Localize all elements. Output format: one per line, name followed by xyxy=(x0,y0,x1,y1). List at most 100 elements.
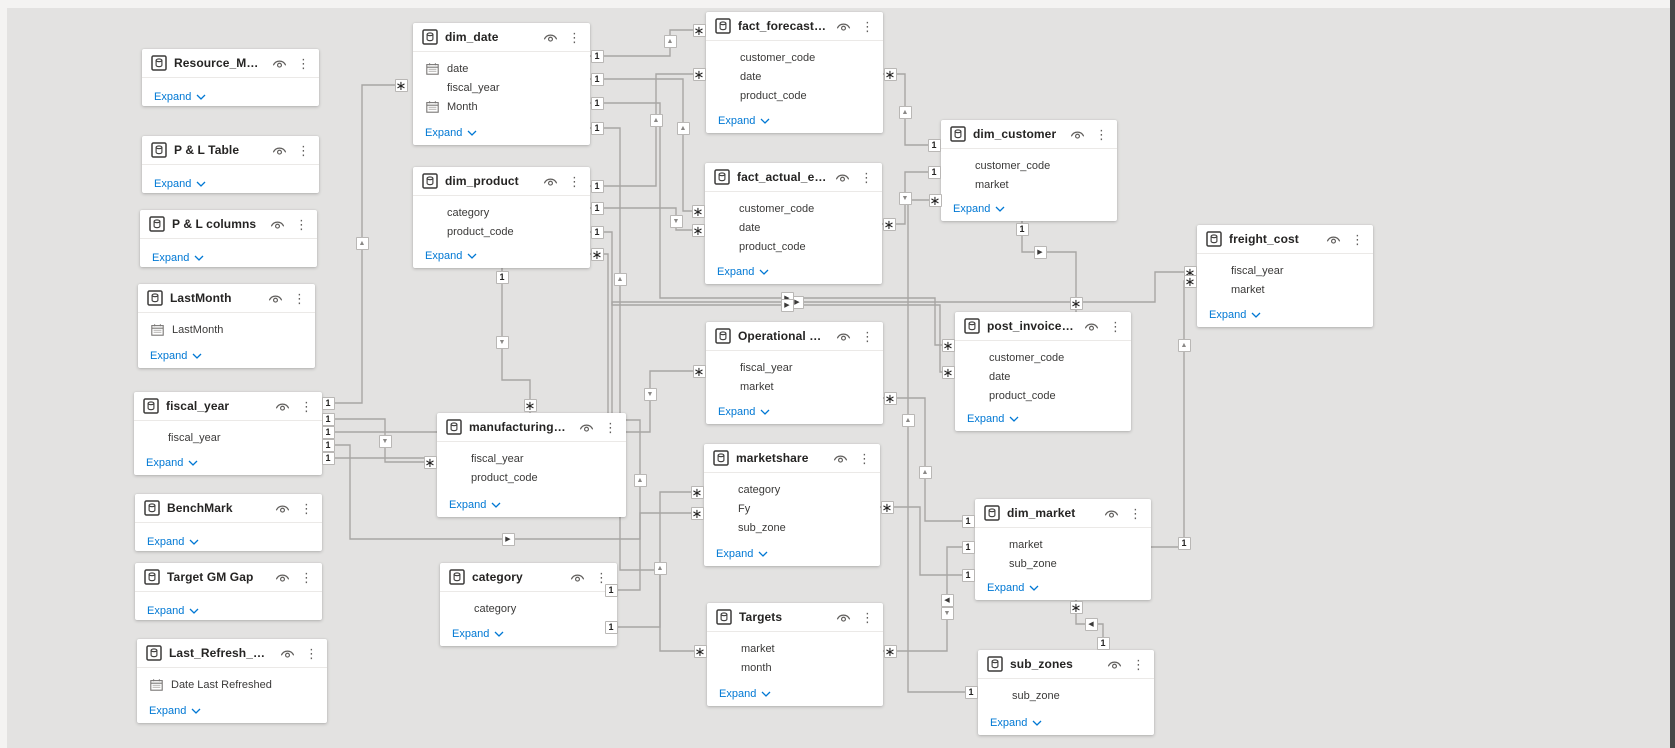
expand-button[interactable]: Expand xyxy=(706,109,883,133)
visibility-toggle[interactable] xyxy=(543,176,558,187)
relationship-line[interactable] xyxy=(590,29,706,57)
more-options-icon[interactable]: ⋮ xyxy=(297,142,310,158)
visibility-toggle[interactable] xyxy=(835,172,850,183)
eye-icon[interactable] xyxy=(1084,321,1099,332)
visibility-toggle[interactable] xyxy=(570,572,585,583)
field-row[interactable]: month xyxy=(707,658,883,677)
field-row[interactable]: date xyxy=(706,67,883,86)
field-row[interactable]: sub_zone xyxy=(975,554,1151,573)
table-header[interactable]: Last_Refresh_Date ⋮ xyxy=(137,639,327,668)
field-row[interactable]: category xyxy=(704,480,880,499)
more-options-icon[interactable]: ⋮ xyxy=(861,328,874,344)
field-row[interactable]: fiscal_year xyxy=(413,78,590,97)
visibility-toggle[interactable] xyxy=(836,331,851,342)
more-options-icon[interactable]: ⋮ xyxy=(1351,231,1364,247)
field-row[interactable]: Date Last Refreshed xyxy=(137,675,327,694)
expand-button[interactable]: Expand xyxy=(1197,303,1373,327)
relationship-line[interactable] xyxy=(883,73,941,146)
field-row[interactable]: fiscal_year xyxy=(706,358,883,377)
more-options-icon[interactable]: ⋮ xyxy=(300,398,313,414)
expand-button[interactable]: Expand xyxy=(135,530,322,554)
table-header[interactable]: P & L Table ⋮ xyxy=(142,136,319,165)
expand-button[interactable]: Expand xyxy=(140,246,317,270)
more-options-icon[interactable]: ⋮ xyxy=(861,18,874,34)
expand-button[interactable]: Expand xyxy=(707,682,883,706)
expand-button[interactable]: Expand xyxy=(975,576,1151,600)
relationship-line[interactable] xyxy=(617,491,704,628)
relationship-line[interactable] xyxy=(883,546,975,652)
eye-icon[interactable] xyxy=(1070,129,1085,140)
more-options-icon[interactable]: ⋮ xyxy=(1129,505,1142,521)
expand-button[interactable]: Expand xyxy=(142,85,319,109)
visibility-toggle[interactable] xyxy=(543,32,558,43)
expand-button[interactable]: Expand xyxy=(138,344,315,368)
eye-icon[interactable] xyxy=(268,293,283,304)
field-row[interactable]: sub_zone xyxy=(978,686,1154,705)
visibility-toggle[interactable] xyxy=(836,21,851,32)
expand-button[interactable]: Expand xyxy=(955,407,1131,431)
more-options-icon[interactable]: ⋮ xyxy=(568,29,581,45)
field-row[interactable]: product_code xyxy=(705,237,882,256)
eye-icon[interactable] xyxy=(275,572,290,583)
visibility-toggle[interactable] xyxy=(272,58,287,69)
table-header[interactable]: BenchMark ⋮ xyxy=(135,494,322,523)
expand-button[interactable]: Expand xyxy=(437,493,626,517)
eye-icon[interactable] xyxy=(543,176,558,187)
relationship-line[interactable] xyxy=(883,397,975,522)
field-row[interactable]: product_code xyxy=(955,386,1131,405)
visibility-toggle[interactable] xyxy=(275,401,290,412)
table-card-post-invoice-deductions[interactable]: post_invoice_deducti... ⋮customer_codeda… xyxy=(955,312,1131,431)
field-row[interactable]: category xyxy=(440,599,617,618)
eye-icon[interactable] xyxy=(835,172,850,183)
relationship-line[interactable] xyxy=(1021,221,1077,312)
eye-icon[interactable] xyxy=(570,572,585,583)
field-row[interactable]: product_code xyxy=(437,468,626,487)
field-row[interactable]: fiscal_year xyxy=(1197,261,1373,280)
expand-button[interactable]: Expand xyxy=(704,542,880,566)
field-row[interactable]: product_code xyxy=(413,222,590,241)
field-row[interactable]: market xyxy=(1197,280,1373,299)
table-header[interactable]: post_invoice_deducti... ⋮ xyxy=(955,312,1131,341)
table-header[interactable]: marketshare ⋮ xyxy=(704,444,880,473)
table-header[interactable]: dim_date ⋮ xyxy=(413,23,590,52)
expand-button[interactable]: Expand xyxy=(941,197,1117,221)
field-row[interactable]: market xyxy=(975,535,1151,554)
table-header[interactable]: sub_zones ⋮ xyxy=(978,650,1154,679)
expand-button[interactable]: Expand xyxy=(705,260,882,284)
table-header[interactable]: category ⋮ xyxy=(440,563,617,592)
table-card-fact-actual-estimates[interactable]: fact_actual_estimates ⋮customer_codedate… xyxy=(705,163,882,284)
visibility-toggle[interactable] xyxy=(270,219,285,230)
table-card-manufacturing-cost[interactable]: manufacturing_cost ⋮fiscal_yearproduct_c… xyxy=(437,413,626,517)
visibility-toggle[interactable] xyxy=(833,453,848,464)
eye-icon[interactable] xyxy=(1326,234,1341,245)
eye-icon[interactable] xyxy=(280,648,295,659)
field-row[interactable]: fiscal_year xyxy=(134,428,322,447)
table-header[interactable]: freight_cost ⋮ xyxy=(1197,225,1373,254)
field-row[interactable]: customer_code xyxy=(705,199,882,218)
table-card-resource-measures[interactable]: Resource_Measures ⋮Expand xyxy=(142,49,319,106)
table-header[interactable]: fact_actual_estimates ⋮ xyxy=(705,163,882,192)
more-options-icon[interactable]: ⋮ xyxy=(300,569,313,585)
more-options-icon[interactable]: ⋮ xyxy=(858,450,871,466)
visibility-toggle[interactable] xyxy=(275,572,290,583)
field-row[interactable]: customer_code xyxy=(955,348,1131,367)
field-row[interactable]: market xyxy=(706,377,883,396)
expand-button[interactable]: Expand xyxy=(706,400,883,424)
field-row[interactable]: fiscal_year xyxy=(437,449,626,468)
more-options-icon[interactable]: ⋮ xyxy=(1109,318,1122,334)
eye-icon[interactable] xyxy=(1107,659,1122,670)
relationship-line[interactable] xyxy=(501,268,531,413)
field-row[interactable]: Fy xyxy=(704,499,880,518)
more-options-icon[interactable]: ⋮ xyxy=(861,609,874,625)
table-header[interactable]: dim_product ⋮ xyxy=(413,167,590,196)
visibility-toggle[interactable] xyxy=(275,503,290,514)
more-options-icon[interactable]: ⋮ xyxy=(568,173,581,189)
table-header[interactable]: fiscal_year ⋮ xyxy=(134,392,322,421)
visibility-toggle[interactable] xyxy=(1104,508,1119,519)
